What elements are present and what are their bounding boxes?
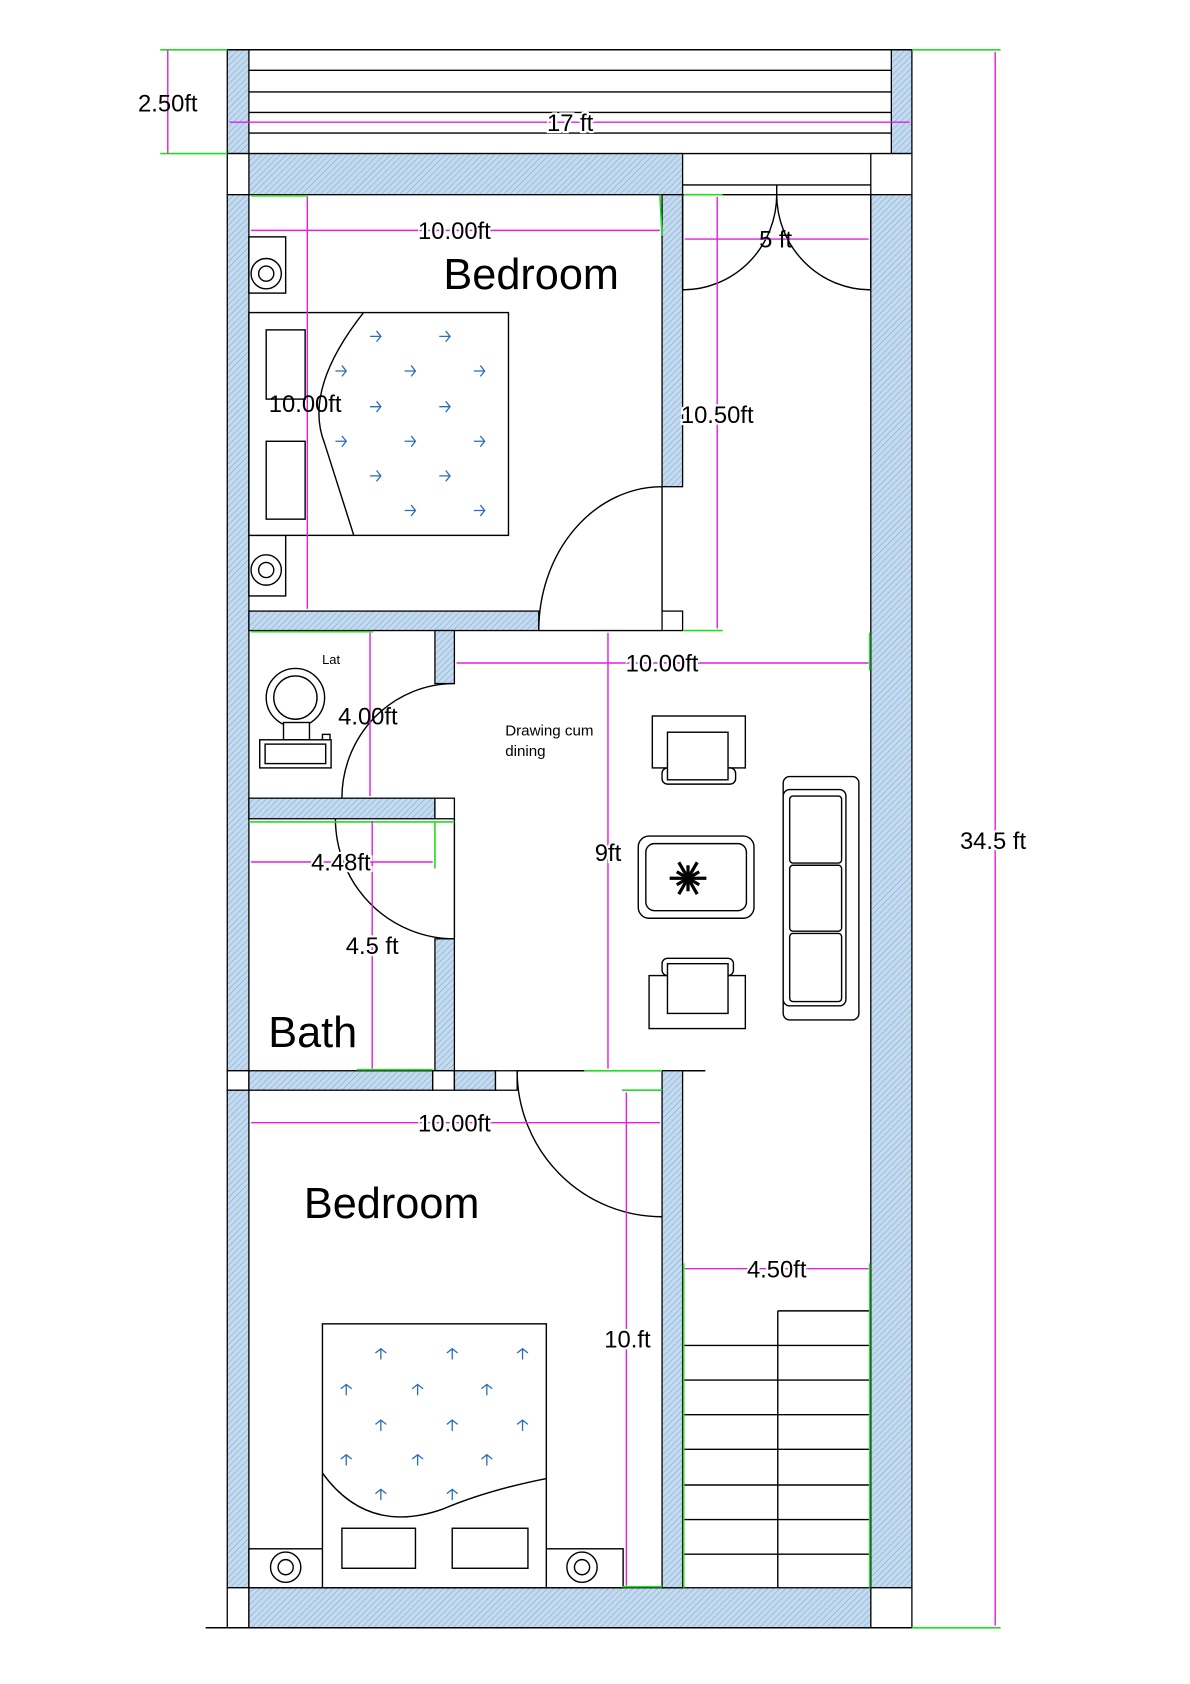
door-bedroom-bottom <box>516 1070 663 1218</box>
bed-pattern-arrow-icon <box>446 1488 459 1501</box>
bed-pattern-arrow-icon <box>439 330 451 343</box>
door-lat <box>341 682 455 799</box>
dim-balcony-depth: 2.50ft <box>138 90 198 117</box>
bed-pattern-arrow-icon <box>481 1383 493 1396</box>
bed-pattern-arrow-icon <box>340 1383 353 1396</box>
wall-top <box>248 152 684 196</box>
staircase <box>682 1310 871 1588</box>
wall-bottom <box>248 1587 872 1629</box>
walls <box>205 152 913 1629</box>
dim-plot-length: 34.5 ft <box>960 828 1026 855</box>
bed-pattern-arrow-icon <box>370 400 382 413</box>
dim-drawing-length: 9ft <box>595 840 622 867</box>
dim-bath-width: 4.48ft <box>311 850 371 877</box>
sofa-cushion <box>788 932 843 1003</box>
room-label-bath: Bath <box>268 1009 357 1057</box>
bed-pattern-arrow-icon <box>375 1488 387 1501</box>
bed-pattern-arrow-icon <box>439 400 451 413</box>
plant-leaf <box>687 870 701 880</box>
door-bath <box>334 818 455 940</box>
doors <box>334 184 872 1218</box>
bed-pattern-arrow-icon <box>473 435 486 448</box>
balcony-post-left <box>226 49 250 155</box>
dim-lat-length: 4.00ft <box>338 704 398 731</box>
wall-bedroom-bottom <box>248 610 540 632</box>
pillow <box>265 329 306 400</box>
bed-top <box>248 236 510 597</box>
partition-bath <box>434 938 456 1072</box>
bed-pattern-arrow-icon <box>446 1419 459 1431</box>
bed-pattern-arrow-icon <box>473 504 486 517</box>
wall-left-lower <box>226 1089 250 1589</box>
dim-plot-width: 17 ft <box>547 110 594 137</box>
bed-bottom <box>248 1323 624 1589</box>
dimension-labels: 2.50ft 17 ft 34.5 ft 10.00ft 10.00ft 5 f… <box>138 90 1029 1355</box>
toilet <box>259 667 332 769</box>
wall-bath-bottom <box>248 1070 434 1091</box>
bed-pattern-arrow-icon <box>340 1453 353 1466</box>
dim-bedroom-top-length: 10.00ft <box>269 391 342 418</box>
bed-pattern-arrow-icon <box>481 1453 493 1466</box>
door-entry-right <box>776 194 871 291</box>
pillow <box>451 1527 529 1569</box>
bed-pattern-arrow-icon <box>473 365 486 377</box>
partition-bedroom-passage <box>661 194 684 488</box>
dim-bedroom-bottom-length: 10.ft <box>604 1327 651 1354</box>
sofa-cushion <box>788 795 843 864</box>
bed-pattern-arrow-icon <box>439 470 451 482</box>
bed-pattern-arrow-icon <box>370 470 382 482</box>
room-label-bedroom-top: Bedroom <box>443 251 618 299</box>
bed-pattern-arrow-icon <box>516 1419 529 1431</box>
dim-passage-width: 5 ft <box>759 227 792 254</box>
dim-bath-length: 4.5 ft <box>346 933 399 960</box>
dimensions <box>160 48 1001 1629</box>
bed-pattern-arrow-icon <box>404 504 417 517</box>
balcony-post-right <box>890 49 913 155</box>
dim-stair-width: 4.50ft <box>747 1256 807 1283</box>
living-furniture <box>637 715 860 1030</box>
bed-pattern-arrow-icon <box>404 435 417 448</box>
plant-icon <box>669 861 707 895</box>
bed-pattern-arrow-icon <box>370 330 382 343</box>
pillow <box>265 440 306 520</box>
dim-bedroom-bottom-width: 10.00ft <box>418 1110 491 1137</box>
bed-pattern-arrow-icon <box>335 365 348 377</box>
room-label-lat: Lat <box>322 652 340 667</box>
balcony <box>226 49 913 155</box>
room-label-drawing: Drawing cum <box>505 722 593 739</box>
pillow <box>341 1527 417 1569</box>
dim-drawing-width: 10.00ft <box>626 651 699 678</box>
bed-pattern-arrow-icon <box>516 1347 529 1360</box>
dim-bedroom-top-width: 10.00ft <box>418 218 491 245</box>
bed-pattern-arrow-icon <box>411 1453 424 1466</box>
room-label-bedroom-bottom: Bedroom <box>304 1180 480 1228</box>
bed-pattern-arrow-icon <box>375 1347 387 1360</box>
dim-passage-length: 10.50ft <box>681 402 754 429</box>
room-labels: Bedroom Lat Drawing cum dining Bath Bedr… <box>268 251 619 1228</box>
wall-left-upper <box>226 194 250 1072</box>
partition-lat <box>434 629 456 685</box>
wall-lat-bath <box>248 797 436 820</box>
bed-pattern-arrow-icon <box>335 435 348 448</box>
bed-pattern-arrow-icon <box>411 1383 424 1396</box>
sofa-cushion <box>788 864 843 932</box>
door-entry-left <box>682 194 778 291</box>
bed-pattern-arrow-icon <box>404 365 417 377</box>
bed-pattern-arrow-icon <box>375 1419 387 1431</box>
partition-bedroom-stairs <box>661 1070 684 1589</box>
door-bedroom-top <box>538 486 663 631</box>
room-label-dining: dining <box>505 743 545 760</box>
bed-pattern-arrow-icon <box>446 1347 459 1360</box>
wall-right <box>870 194 913 1589</box>
